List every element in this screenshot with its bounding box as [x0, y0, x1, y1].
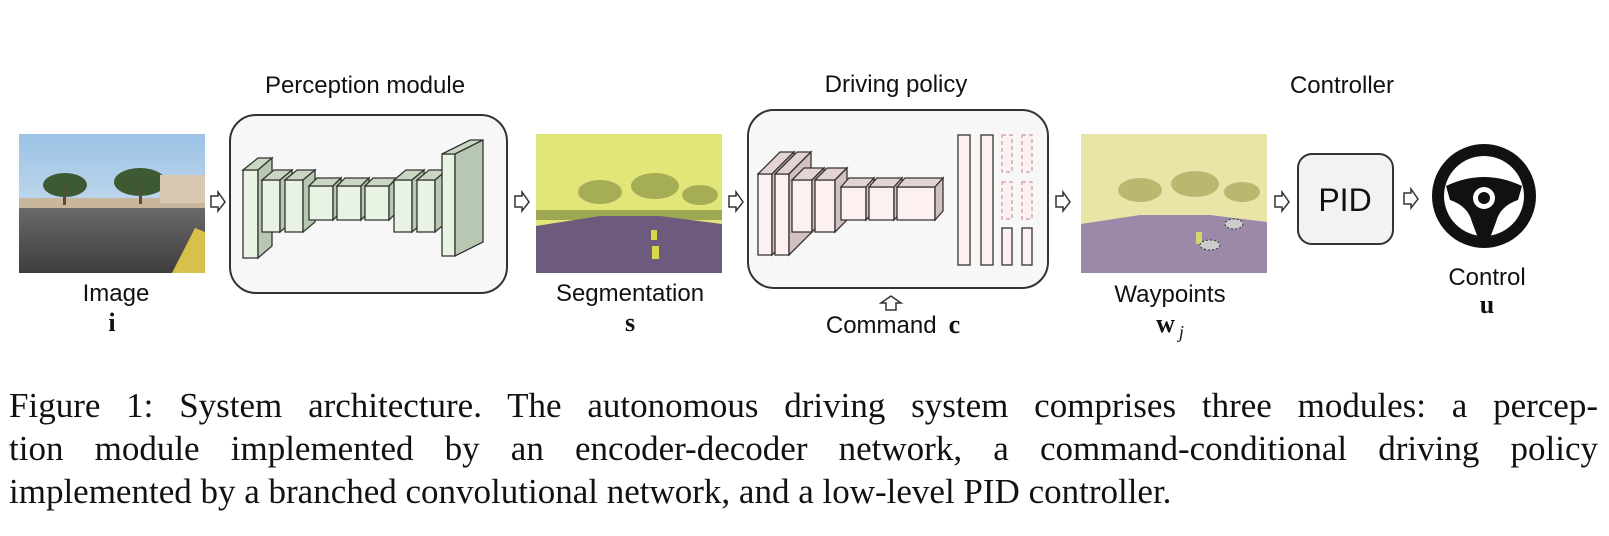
architecture-figure: Perception module Driving policy Control… [19, 71, 1536, 342]
command-text: Command c [826, 310, 960, 339]
image-symbol: i [108, 308, 115, 337]
steering-wheel-icon [1432, 144, 1536, 248]
controller-title: Controller [1290, 72, 1394, 99]
command-label: Command [826, 312, 937, 339]
arrow-right-icon [210, 189, 226, 214]
perception-module-title: Perception module [265, 72, 465, 99]
driving-policy-box [747, 109, 1049, 289]
driving-policy-title: Driving policy [825, 71, 968, 98]
arrow-right-icon [1274, 189, 1290, 214]
control-symbol: u [1480, 290, 1494, 319]
waypoints-symbol-group: w j [1156, 309, 1184, 342]
waypoints-subscript: j [1177, 322, 1184, 342]
segmentation-symbol: s [625, 308, 635, 337]
pid-label: PID [1318, 182, 1371, 218]
arrow-right-icon [1403, 186, 1419, 211]
command-symbol: c [949, 310, 961, 339]
arrow-right-icon [514, 189, 530, 214]
arrow-right-icon [728, 189, 744, 214]
perception-module-box [229, 114, 508, 294]
waypoints-symbol: w [1156, 309, 1175, 338]
input-image-thumbnail [19, 134, 205, 273]
control-label: Control [1448, 264, 1525, 291]
arrow-up-icon [878, 295, 904, 311]
arrow-right-icon [1055, 189, 1071, 214]
waypoints-label: Waypoints [1114, 281, 1225, 308]
segmentation-label: Segmentation [556, 280, 704, 307]
caption-line: implemented by a branched convolutional … [9, 472, 1172, 511]
caption-line: Figure 1: System architecture. The auton… [9, 386, 1598, 425]
image-label: Image [83, 280, 150, 307]
figure-caption: Figure 1: System architecture. The auton… [9, 384, 1598, 513]
waypoints-thumbnail [1081, 134, 1267, 273]
segmentation-thumbnail [536, 134, 722, 273]
pid-controller-box: PID [1297, 153, 1394, 245]
caption-line: tion module implemented by an encoder-de… [9, 429, 1598, 468]
